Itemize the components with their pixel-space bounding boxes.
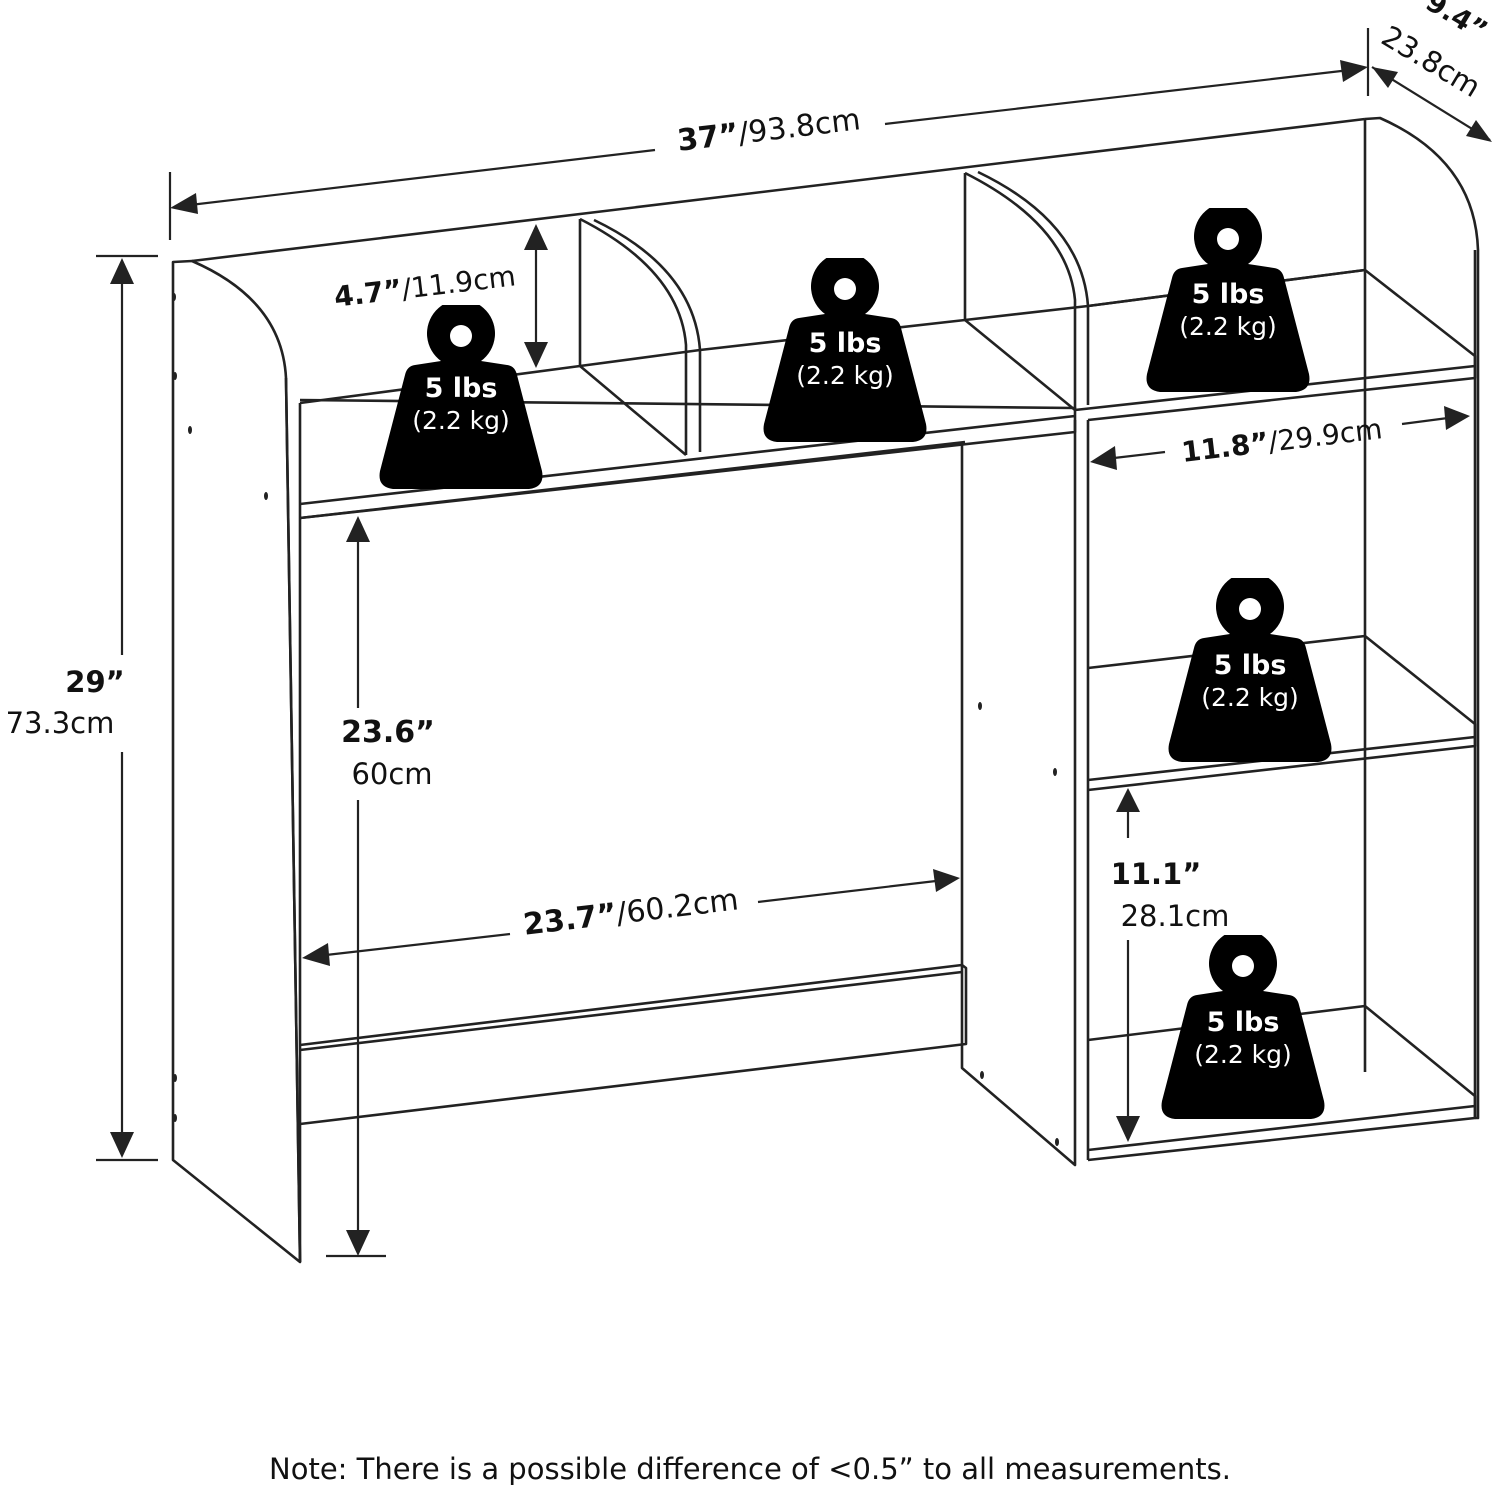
opening-height-inch-label: 23.6” [341,715,435,750]
lower-shelf-height-inch-label: 11.1” [1111,857,1202,891]
cubby-divider-1 [579,217,688,455]
svg-text:(2.2 kg): (2.2 kg) [412,406,510,435]
svg-text:5 lbs: 5 lbs [1207,1007,1280,1038]
svg-text:5 lbs: 5 lbs [809,328,882,359]
side-shelf-width-label: 11.8”/29.9cm [1180,412,1384,469]
svg-text:(2.2 kg): (2.2 kg) [1201,683,1299,712]
opening-height-cm-label: 60cm [351,757,432,791]
width-label: 37”/93.8cm [675,102,862,159]
svg-text:(2.2 kg): (2.2 kg) [796,361,894,390]
weight-icon: 5 lbs (2.2 kg) [1168,578,1332,762]
weight-icon: 5 lbs (2.2 kg) [1161,935,1325,1119]
svg-text:(2.2 kg): (2.2 kg) [1179,312,1277,341]
back-rail [299,963,968,1126]
opening-width-label: 23.7”/60.2cm [521,882,740,942]
lower-shelf-height-cm-label: 28.1cm [1121,899,1230,933]
svg-text:5 lbs: 5 lbs [425,373,498,404]
measurement-note: Note: There is a possible difference of … [269,1452,1231,1486]
depth-inch-label: 9.4” [1420,0,1492,47]
svg-text:(2.2 kg): (2.2 kg) [1194,1040,1292,1069]
cubby-divider-2 [964,171,1077,410]
weight-icon: 5 lbs (2.2 kg) [1146,208,1310,392]
weight-icon: 5 lbs (2.2 kg) [379,305,543,489]
svg-text:5 lbs: 5 lbs [1214,650,1287,681]
dimension-lines [96,28,1492,1258]
height-inch-label: 29” [65,665,124,699]
right-side-panel [1364,116,1480,1120]
cubby-height-label: 4.7”/11.9cm [332,259,517,313]
left-side-panel [171,259,302,1264]
height-cm-label: 73.3cm [6,706,115,740]
weight-icon: 5 lbs (2.2 kg) [763,258,927,442]
peg-holes [172,293,1059,1146]
middle-vertical-panel [960,420,1077,1167]
svg-text:5 lbs: 5 lbs [1192,279,1265,310]
